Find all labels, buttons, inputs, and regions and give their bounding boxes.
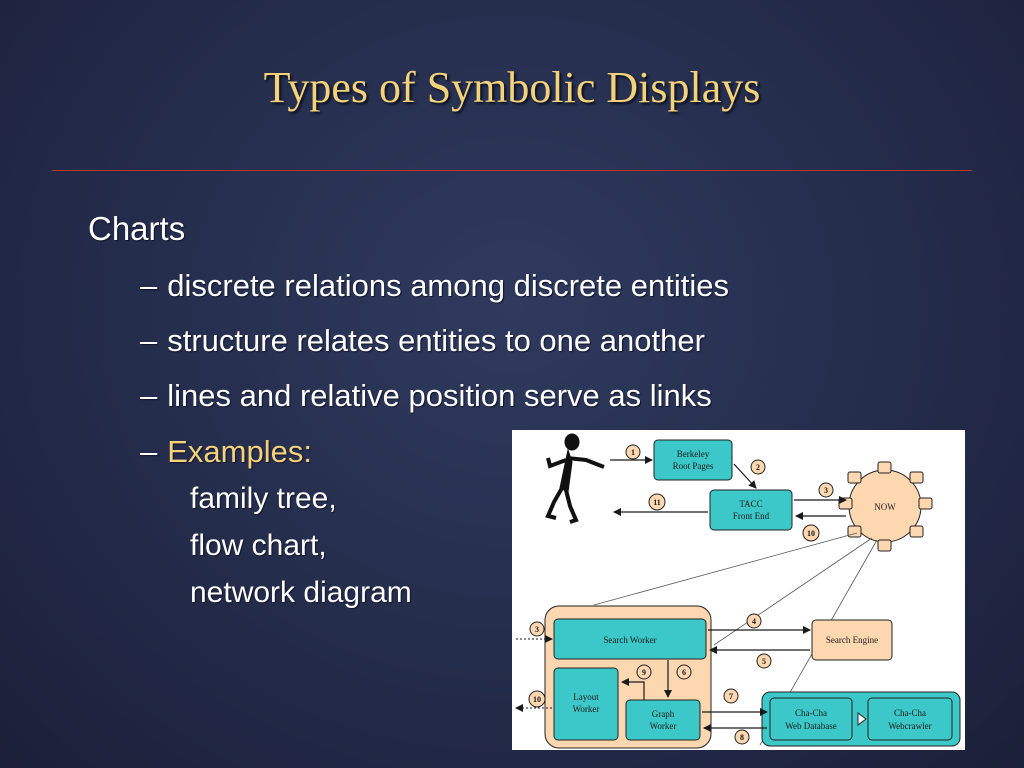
example-flow-chart: flow chart,	[190, 529, 327, 562]
examples-label: Examples:	[167, 434, 312, 469]
step-1: 1	[625, 444, 641, 460]
now-label: NOW	[874, 502, 896, 512]
title-divider	[52, 170, 972, 171]
bullet-dash: –	[140, 268, 158, 303]
layout-worker-box	[553, 667, 619, 741]
layout-worker-label-2: Worker	[573, 704, 600, 714]
graph-worker-label-1: Graph	[652, 709, 675, 719]
svg-text:3: 3	[535, 625, 539, 634]
step-4: 4	[746, 613, 762, 629]
step-6: 6	[676, 664, 692, 680]
svg-text:9: 9	[642, 668, 646, 677]
step-10-left: 10	[528, 690, 546, 708]
svg-text:3: 3	[824, 486, 828, 495]
now-cluster: NOW	[838, 461, 933, 552]
berkeley-label-2: Root Pages	[673, 461, 714, 471]
web-database-label-2: Web Database	[785, 721, 837, 731]
step-2: 2	[750, 459, 766, 475]
step-11: 11	[648, 493, 666, 511]
network-diagram-svg: Berkeley Root Pages TACC Front End NOW S…	[515, 433, 961, 749]
webcrawler-box	[867, 697, 953, 741]
layout-worker-label-1: Layout	[573, 692, 599, 702]
step-7: 7	[723, 688, 739, 704]
bullet-2: –structure relates entities to one anoth…	[140, 323, 705, 359]
search-engine-label: Search Engine	[826, 635, 878, 645]
step-8: 8	[734, 729, 750, 745]
tacc-front-end-box	[709, 489, 793, 531]
svg-text:4: 4	[752, 617, 756, 626]
bullet-1-text: discrete relations among discrete entiti…	[167, 268, 729, 303]
step-number-markers: 1 2 3 11 10 3 4 5 9 6 10 7 8	[528, 444, 834, 745]
svg-text:10: 10	[807, 529, 815, 538]
berkeley-root-pages-box	[653, 439, 733, 481]
bullet-3-text: lines and relative position serve as lin…	[167, 378, 712, 413]
webcrawler-label-1: Cha-Cha	[894, 708, 926, 718]
step-10-top: 10	[802, 524, 820, 542]
svg-text:6: 6	[682, 668, 686, 677]
berkeley-label-1: Berkeley	[677, 449, 710, 459]
bullet-dash: –	[140, 323, 158, 358]
bullet-1: –discrete relations among discrete entit…	[140, 268, 729, 304]
step-9: 9	[636, 664, 652, 680]
tacc-label-2: Front End	[733, 511, 770, 521]
step-5: 5	[756, 653, 772, 669]
step-3-top: 3	[818, 482, 834, 498]
webcrawler-label-2: Webcrawler	[888, 721, 931, 731]
bullet-dash: –	[140, 378, 158, 413]
slide-title: Types of Symbolic Displays	[263, 63, 761, 112]
search-worker-label: Search Worker	[603, 635, 656, 645]
search-worker-box	[553, 618, 707, 660]
svg-text:1: 1	[631, 448, 635, 457]
svg-text:2: 2	[756, 463, 760, 472]
graph-worker-box	[625, 699, 701, 741]
step-3-left: 3	[529, 621, 545, 637]
svg-text:11: 11	[653, 498, 661, 507]
example-family-tree: family tree,	[190, 482, 337, 515]
web-database-label-1: Cha-Cha	[795, 708, 827, 718]
heading-charts: Charts	[88, 210, 186, 247]
bullet-dash: –	[140, 434, 158, 469]
bullet-3: –lines and relative position serve as li…	[140, 378, 712, 414]
bullet-examples: –Examples:	[140, 434, 312, 470]
svg-text:10: 10	[533, 695, 541, 704]
bullet-2-text: structure relates entities to one anothe…	[167, 323, 705, 358]
web-database-box	[769, 697, 853, 741]
search-engine-box	[811, 619, 893, 661]
graph-worker-label-2: Worker	[650, 721, 677, 731]
network-diagram-figure: Berkeley Root Pages TACC Front End NOW S…	[512, 430, 965, 750]
svg-text:5: 5	[762, 657, 766, 666]
example-network-diagram: network diagram	[190, 576, 412, 609]
tacc-label-1: TACC	[739, 499, 762, 509]
svg-text:7: 7	[729, 692, 733, 701]
stick-figure-icon	[545, 433, 605, 524]
svg-text:8: 8	[740, 733, 744, 742]
